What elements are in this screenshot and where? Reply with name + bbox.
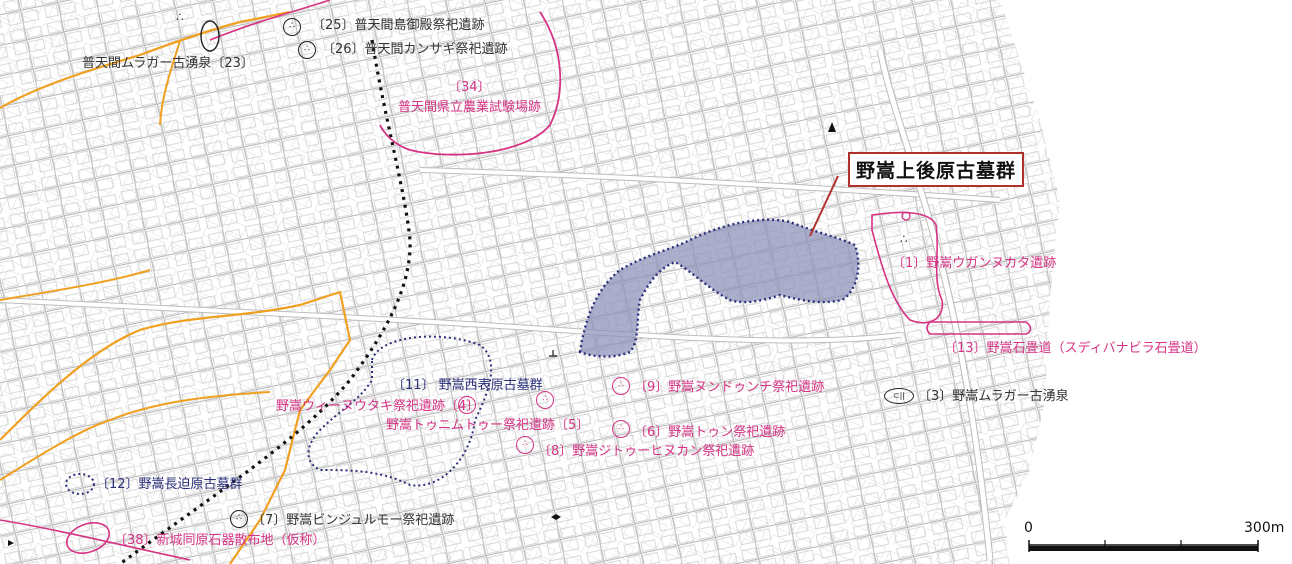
worship-site-icon: ∴ — [612, 420, 630, 438]
site-label-34-number: 〔34〕 — [448, 80, 491, 95]
highlighted-tomb-area — [578, 218, 860, 358]
worship-site-icon: ∴ — [283, 18, 301, 36]
label-leader-line — [809, 175, 839, 237]
site-label-4: 野嵩ウィーヌウタキ祭祀遺跡〔4〕 — [276, 399, 480, 414]
worship-site-icon: ∴ — [176, 10, 184, 24]
scale-start-label: 0 — [1024, 520, 1033, 536]
worship-site-icon: ∴ — [612, 377, 630, 395]
site-label-38: 〔38〕新城同原石器散布地（仮称） — [114, 533, 326, 548]
route-line — [119, 39, 412, 564]
site-38-boundary — [65, 522, 111, 554]
worship-site-icon: ∴ — [458, 396, 476, 414]
spring-icon: ⊂|| — [884, 388, 914, 404]
site-12-boundary — [65, 473, 95, 495]
highlighted-site-label: 野嵩上後原古墓群 — [848, 152, 1025, 187]
municipal-boundary — [0, 20, 241, 109]
site-13-boundary — [926, 321, 1032, 335]
worship-site-icon: ∴ — [298, 41, 316, 59]
site-label-12: 〔12〕野嵩長迫原古墓群 — [96, 477, 243, 492]
site-label-1: 〔1〕野嵩ウガンヌカタ遺跡 — [892, 256, 1057, 271]
site-label-8: 〔8〕野嵩ジトゥーヒヌカン祭祀遺跡 — [538, 444, 755, 459]
site-label-34: 普天間県立農業試験場跡 — [398, 100, 542, 115]
site-label-5: 野嵩トゥニムトゥー祭祀遺跡〔5〕 — [386, 418, 590, 433]
monument-icon — [828, 122, 836, 132]
site-label-9: 〔9〕野嵩ヌンドゥンチ祭祀遺跡 — [634, 380, 825, 395]
site-label-6: 〔6〕野嵩トゥン祭祀遺跡 — [634, 425, 786, 440]
site-34-boundary — [379, 11, 562, 156]
site-label-7: 〔7〕野嵩ビンジュルモー祭祀遺跡 — [252, 513, 455, 528]
site-label-25: 〔25〕普天間島御殿祭祀遺跡 — [312, 18, 485, 33]
scale-bar — [1028, 540, 1259, 552]
site-label-13: 〔13〕野嵩石畳道（スディバナビラ石畳道） — [944, 341, 1207, 356]
site-1-boundary — [871, 211, 944, 324]
site-11-boundary — [307, 335, 493, 487]
scale-end-label: 300m — [1244, 520, 1285, 536]
worship-site-icon: ∴ — [900, 232, 908, 246]
worship-site-icon: ∴ — [516, 436, 534, 454]
site-label-26: 〔26〕普天間カンサギ祭祀遺跡 — [322, 42, 508, 57]
worship-site-icon: ∴ — [536, 391, 554, 409]
site-label-3: 〔3〕野嵩ムラガー古湧泉 — [918, 389, 1069, 404]
site-label-11: 〔11〕 野嵩西表原古墓群 — [392, 378, 543, 393]
worship-site-icon: ∴ — [230, 510, 248, 528]
site-label-23: 普天間ムラガー古湧泉〔23〕 — [82, 56, 254, 71]
